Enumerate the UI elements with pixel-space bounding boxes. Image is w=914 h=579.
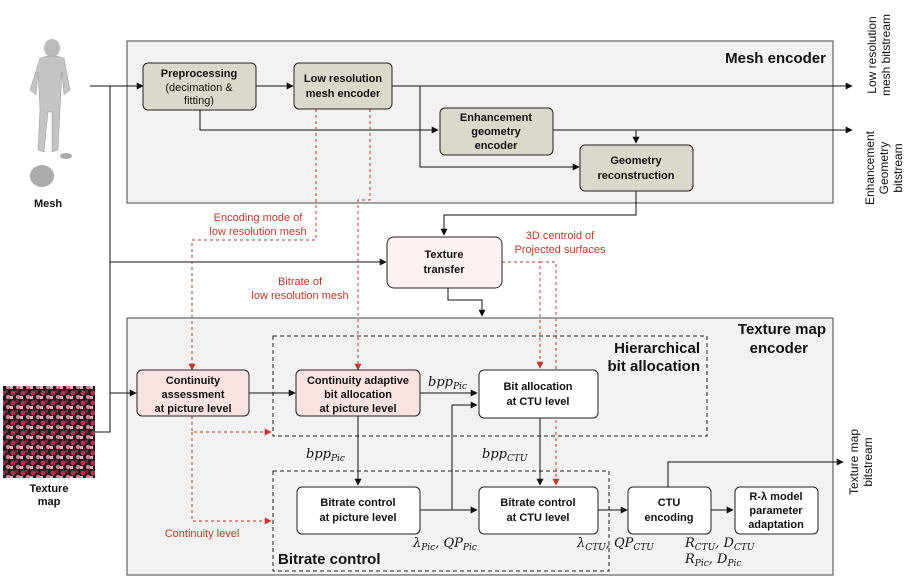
red-arrow-encoding-mode [188,109,317,371]
red-arrow-continuity-to-hier [191,416,272,436]
georecon-line1: Geometry [610,155,662,167]
texture-transfer-line2: transfer [424,264,466,276]
math-bpp-pic-top: bppPic [428,375,467,392]
texture-caption-line1: Texture [30,483,69,495]
line-texture-map-input [95,262,111,433]
low-res-encoder-line1: Low resolution [304,73,383,85]
label-continuity-level: Continuity level [165,528,240,540]
svg-text:Texture map: Texture map [847,429,861,495]
low-res-encoder-line2: mesh encoder [306,88,381,100]
mesh-encoder-title: Mesh encoder [725,50,826,67]
rlambda-line3: adaptation [748,519,804,531]
bitrate-control-group [272,470,610,572]
texture-encoder-title-line2: encoder [750,340,809,357]
bitrate-ctu-line2: at CTU level [507,512,570,524]
label-encoding-mode-line1: Encoding mode of [214,212,304,224]
rlambda-line1: R-λ model [749,491,802,503]
bit-allocation-ctu-line2: at CTU level [507,396,570,408]
svg-text:bitstream: bitstream [861,437,875,486]
svg-text:Low resolution: Low resolution [865,16,879,93]
math-lambda-qp-ctu: λCTU, QPCTU [576,536,654,553]
continuity-assessment-line3: at picture level [154,403,231,415]
arrow-lowres-to-georecon [419,86,580,171]
label-bitrate-low-line1: Bitrate of [278,276,323,288]
svg-text:Enhancement: Enhancement [863,130,877,205]
math-bpp-ctu: bppCTU [482,447,528,464]
continuity-assessment-line2: assessment [162,389,225,401]
continuity-adaptive-box [295,369,421,417]
math-r-d-ctu: RCTU, DCTU [684,536,755,553]
enhancement-line3: encoder [475,140,519,152]
mesh-caption: Mesh [34,198,62,210]
arrow-georecon-to-texture-transfer [440,191,637,236]
ctu-encoding-line1: CTU [658,497,681,509]
math-bpp-pic-left: bppPic [306,447,345,464]
arrow-texture-transfer-to-encoder [447,288,486,317]
ctu-encoding-box [627,486,712,535]
hierarchical-bit-allocation-group [272,335,708,437]
enhancement-encoder-box [439,107,554,156]
texture-transfer-box [386,236,503,289]
preprocessing-line1: Preprocessing [161,68,237,80]
bitrate-pic-line2: at picture level [319,512,396,524]
label-bitrate-low-line2: low resolution mesh [251,290,348,302]
output-enhancement-bitstream: Enhancement Geometry bitstream [863,130,905,205]
geometry-reconstruction-box [579,144,694,192]
texture-encoder-title-line1: Texture map [738,321,826,338]
texture-map-image [3,386,95,478]
rlambda-box [734,486,819,535]
enhancement-line1: Enhancement [460,112,532,124]
svg-text:bitstream: bitstream [891,143,905,192]
bit-allocation-ctu-box [478,369,599,419]
svg-text:Geometry: Geometry [877,142,891,195]
texture-transfer-line1: Texture [425,249,464,261]
low-res-encoder-box [293,62,393,110]
bitrate-pic-box [296,486,421,535]
arrow-feedback-to-bitalloc [451,401,478,510]
arrow-preproc-to-enhancement [199,110,439,134]
bit-allocation-ctu-line1: Bit allocation [503,381,572,393]
preprocessing-line3: fitting) [184,95,214,107]
preprocessing-line2: (decimation & [165,82,233,94]
output-texture-bitstream: Texture map bitstream [847,429,875,495]
hierarchical-title-line1: Hierarchical [614,340,700,357]
rlambda-line2: parameter [749,505,803,517]
red-arrow-bitrate-low [354,109,371,371]
preprocessing-box [142,62,257,111]
bitrate-control-title: Bitrate control [278,551,381,568]
hierarchical-title-line2: bit allocation [607,358,700,375]
label-centroid-line1: 3D centroid of [526,230,595,242]
math-r-d-pic: RPic, DPic [684,552,741,569]
bitrate-ctu-line1: Bitrate control [500,497,575,509]
mesh-figure-icon [29,39,72,187]
continuity-assessment-box [136,369,250,417]
enhancement-line2: geometry [471,126,521,138]
continuity-adaptive-line3: at picture level [319,403,396,415]
svg-text:mesh bitstream: mesh bitstream [879,14,893,96]
label-encoding-mode-line2: low resolution mesh [209,226,306,238]
math-lambda-qp-pic: λPic, QPPic [412,536,477,553]
output-low-res-bitstream: Low resolution mesh bitstream [865,14,893,96]
continuity-assessment-line1: Continuity [166,375,221,387]
continuity-adaptive-line1: Continuity adaptive [307,375,409,387]
label-centroid-line2: Projected surfaces [514,244,606,256]
continuity-adaptive-line2: bit allocation [324,389,392,401]
bitrate-ctu-box [478,486,599,535]
arrow-ctuencoding-to-bitstream [667,458,844,487]
georecon-line2: reconstruction [597,170,674,182]
bitrate-pic-line1: Bitrate control [320,497,395,509]
texture-caption-line2: map [38,496,61,508]
ctu-encoding-line2: encoding [645,512,694,524]
